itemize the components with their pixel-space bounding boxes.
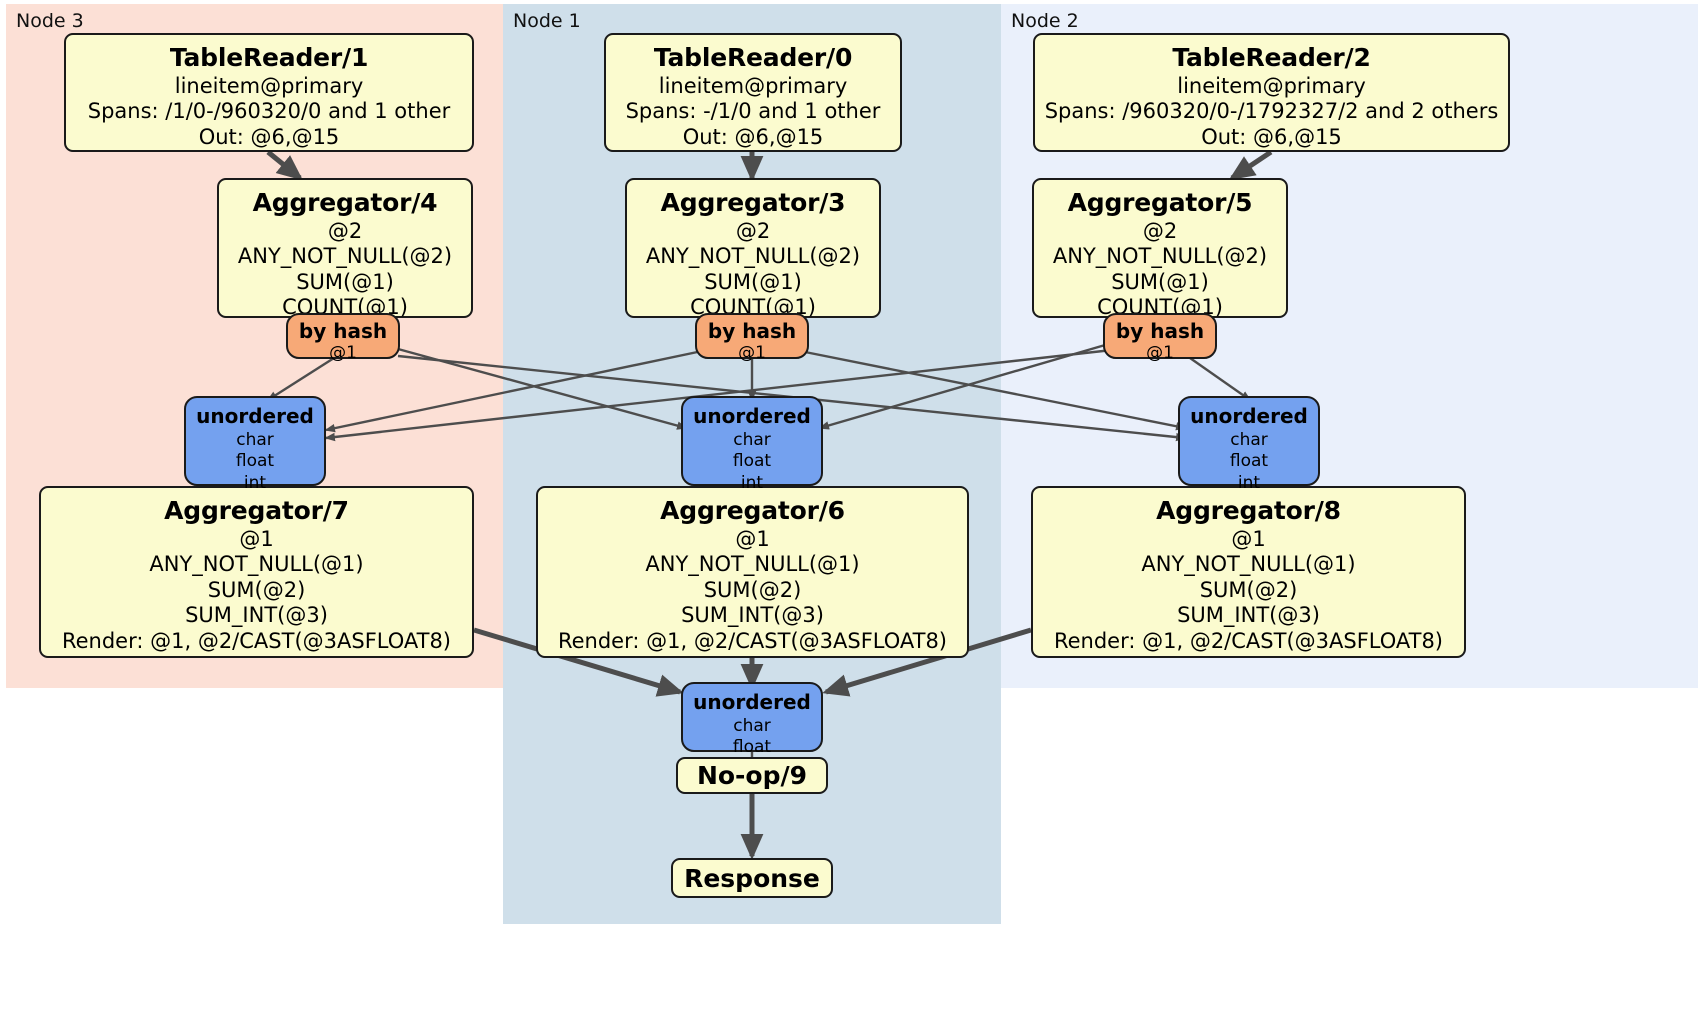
processor-title: TableReader/2 — [1172, 43, 1371, 72]
processor-title: Aggregator/7 — [164, 496, 349, 525]
node-panel-label-node1: Node 1 — [513, 10, 581, 32]
processor-noop-9[interactable]: No-op/9 — [676, 757, 828, 794]
router-title: by hash — [707, 319, 797, 343]
processor-line: Out: @6,@15 — [198, 124, 340, 149]
processor-line: @1 — [239, 526, 274, 551]
processor-line: SUM_INT(@3) — [185, 603, 328, 628]
receiver-type: float — [732, 451, 772, 472]
processor-line: SUM(@1) — [1111, 269, 1209, 294]
processor-line: SUM(@1) — [704, 269, 802, 294]
router-title: by hash — [1115, 319, 1205, 343]
processor-line: lineitem@primary — [658, 73, 848, 98]
receiver-type: int — [243, 473, 267, 494]
processor-line: ANY_NOT_NULL(@1) — [1141, 552, 1356, 577]
processor-aggregator-7[interactable]: Aggregator/7 @1 ANY_NOT_NULL(@1) SUM(@2)… — [39, 486, 474, 658]
router-subtitle: @1 — [1146, 343, 1174, 363]
receiver-title: unordered — [693, 404, 811, 428]
processor-line: @1 — [1231, 526, 1266, 551]
processor-tablereader-0[interactable]: TableReader/0 lineitem@primary Spans: -/… — [604, 33, 902, 152]
processor-line: SUM(@2) — [1199, 577, 1298, 602]
receiver-type: int — [740, 473, 764, 494]
processor-line: SUM(@1) — [296, 269, 394, 294]
router-by-hash-node3[interactable]: by hash @1 — [286, 313, 400, 363]
processor-title: Aggregator/5 — [1067, 188, 1253, 217]
processor-title: Aggregator/8 — [1156, 496, 1341, 525]
processor-title: Response — [684, 863, 820, 893]
receiver-type: char — [236, 429, 274, 450]
node-panel-label-node3: Node 3 — [16, 10, 84, 32]
receiver-unordered-final[interactable]: unordered char float — [681, 682, 823, 757]
processor-title: No-op/9 — [696, 761, 808, 790]
processor-aggregator-8[interactable]: Aggregator/8 @1 ANY_NOT_NULL(@1) SUM(@2)… — [1031, 486, 1466, 658]
processor-title: Aggregator/6 — [660, 496, 845, 525]
processor-line: Spans: -/1/0 and 1 other — [625, 99, 881, 124]
processor-line: @2 — [1142, 218, 1178, 243]
processor-line: ANY_NOT_NULL(@2) — [237, 244, 453, 269]
processor-line: Out: @6,@15 — [682, 124, 824, 149]
processor-aggregator-5[interactable]: Aggregator/5 @2 ANY_NOT_NULL(@2) SUM(@1)… — [1032, 178, 1288, 319]
processor-line: @1 — [735, 526, 770, 551]
processor-line: ANY_NOT_NULL(@2) — [645, 244, 861, 269]
processor-line: SUM_INT(@3) — [681, 603, 824, 628]
processor-line: @2 — [735, 218, 771, 243]
processor-response[interactable]: Response — [671, 858, 833, 898]
router-by-hash-node2[interactable]: by hash @1 — [1103, 313, 1217, 363]
router-title: by hash — [298, 319, 388, 343]
router-by-hash-node1[interactable]: by hash @1 — [695, 313, 809, 363]
receiver-type: char — [733, 429, 771, 450]
processor-line: Spans: /1/0-/960320/0 and 1 other — [87, 99, 451, 124]
processor-line: SUM(@2) — [703, 577, 802, 602]
router-subtitle: @1 — [329, 343, 357, 363]
receiver-unordered-node1[interactable]: unordered char float int — [681, 396, 823, 493]
processor-line: Render: @1, @2/CAST(@3ASFLOAT8) — [557, 628, 948, 653]
receiver-type: char — [733, 715, 771, 736]
processor-title: TableReader/1 — [169, 43, 369, 72]
processor-tablereader-2[interactable]: TableReader/2 lineitem@primary Spans: /9… — [1033, 33, 1510, 152]
processor-line: lineitem@primary — [1177, 73, 1366, 98]
processor-aggregator-6[interactable]: Aggregator/6 @1 ANY_NOT_NULL(@1) SUM(@2)… — [536, 486, 969, 658]
processor-line: @2 — [327, 218, 363, 243]
processor-line: SUM(@2) — [207, 577, 306, 602]
processor-title: TableReader/0 — [653, 43, 853, 72]
processor-aggregator-4[interactable]: Aggregator/4 @2 ANY_NOT_NULL(@2) SUM(@1)… — [217, 178, 473, 319]
processor-line: ANY_NOT_NULL(@1) — [149, 552, 364, 577]
processor-tablereader-1[interactable]: TableReader/1 lineitem@primary Spans: /1… — [64, 33, 474, 152]
processor-title: Aggregator/4 — [252, 188, 438, 217]
receiver-title: unordered — [693, 690, 811, 714]
processor-line: Spans: /960320/0-/1792327/2 and 2 others — [1044, 99, 1499, 124]
processor-line: Out: @6,@15 — [1201, 124, 1342, 149]
receiver-unordered-node2[interactable]: unordered char float int — [1178, 396, 1320, 493]
processor-title: Aggregator/3 — [660, 188, 846, 217]
receiver-type: float — [732, 737, 772, 758]
processor-aggregator-3[interactable]: Aggregator/3 @2 ANY_NOT_NULL(@2) SUM(@1)… — [625, 178, 881, 319]
processor-line: Render: @1, @2/CAST(@3ASFLOAT8) — [61, 628, 452, 653]
processor-line: lineitem@primary — [174, 73, 364, 98]
processor-line: ANY_NOT_NULL(@1) — [645, 552, 860, 577]
receiver-unordered-node3[interactable]: unordered char float int — [184, 396, 326, 493]
receiver-title: unordered — [1190, 404, 1308, 428]
receiver-type: float — [1229, 451, 1269, 472]
node-panel-label-node2: Node 2 — [1011, 10, 1079, 32]
processor-line: Render: @1, @2/CAST(@3ASFLOAT8) — [1053, 628, 1444, 653]
processor-line: ANY_NOT_NULL(@2) — [1052, 244, 1268, 269]
processor-line: SUM_INT(@3) — [1177, 603, 1320, 628]
receiver-type: float — [235, 451, 275, 472]
receiver-title: unordered — [196, 404, 314, 428]
router-subtitle: @1 — [738, 343, 766, 363]
receiver-type: char — [1230, 429, 1268, 450]
receiver-type: int — [1237, 473, 1261, 494]
